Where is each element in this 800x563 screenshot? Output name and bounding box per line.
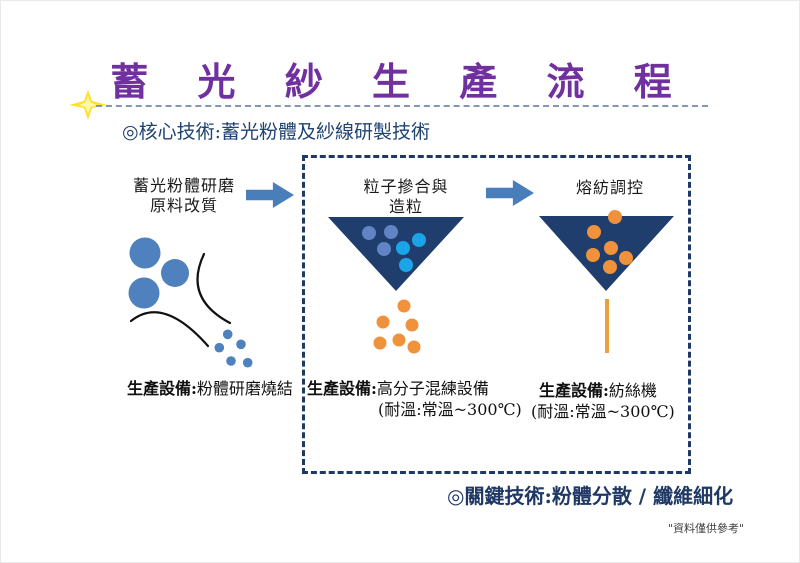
granule-particle xyxy=(405,318,419,332)
powder-small-particle xyxy=(222,329,233,340)
equipment-temp-note: (耐溫:常溫~300℃) xyxy=(531,402,675,421)
powder-small-particle xyxy=(236,339,246,350)
stage3-equipment-caption: 生產設備:紡絲機 (耐溫:常溫~300℃) xyxy=(531,380,675,422)
right-block-arrow-icon xyxy=(246,182,294,208)
polymer-particle xyxy=(396,241,410,255)
grinding-arc xyxy=(196,252,232,325)
title-underline xyxy=(96,105,708,107)
funnel-hopper-icon xyxy=(328,217,464,291)
stage1-label: 蓄光粉體研磨 原料改質 xyxy=(124,176,244,216)
granule-particle xyxy=(397,299,411,313)
equipment-temp-note: (耐溫:常溫~300℃) xyxy=(378,400,522,419)
equipment-prefix: 生產設備: xyxy=(127,379,197,398)
stage1-equipment-caption: 生產設備:粉體研磨燒結 xyxy=(127,378,293,399)
granule-particle xyxy=(373,336,387,350)
polymer-particle xyxy=(399,258,413,272)
equipment-prefix: 生產設備: xyxy=(307,379,377,398)
equipment-name: 高分子混練設備 xyxy=(376,379,489,398)
powder-large-particle xyxy=(128,277,160,309)
stage2-label: 粒子摻合與 造粒 xyxy=(346,177,466,217)
stage2-equipment-caption: 生產設備:高分子混練設備 (耐溫:常溫~300℃) xyxy=(307,378,522,420)
powder-small-particle xyxy=(214,342,225,353)
funnel-hopper-icon xyxy=(539,216,674,291)
footnote-text: "資料僅供參考" xyxy=(668,522,745,535)
phosphor-particle xyxy=(384,225,398,239)
equipment-name: 紡絲機 xyxy=(608,381,657,400)
core-tech-text: ◎核心技術:蓄光粉體及紗線研製技術 xyxy=(122,121,430,143)
granule-particle xyxy=(392,333,406,347)
stage3-label-line1: 熔紡調控 xyxy=(575,178,644,197)
key-tech-text: ◎關鍵技術:粉體分散 / 纖維細化 xyxy=(447,484,734,508)
granule-particle xyxy=(587,225,601,239)
granule-particle xyxy=(586,248,600,262)
stage2-label-line1: 粒子摻合與 xyxy=(363,177,449,196)
stage1-grinding-graphic xyxy=(113,223,263,377)
granule-particle xyxy=(619,251,633,265)
granule-particle xyxy=(603,260,617,274)
grinding-arc xyxy=(129,311,210,348)
process-dashed-box xyxy=(302,155,691,474)
sparkle-star-icon xyxy=(69,90,107,124)
granule-particle xyxy=(407,340,421,354)
granule-particle xyxy=(376,315,390,329)
powder-large-particle xyxy=(161,259,189,287)
equipment-prefix: 生產設備: xyxy=(539,381,609,400)
page-title: 蓄 光 紗 生 產 流 程 xyxy=(110,59,690,104)
granule-particle xyxy=(608,210,622,224)
stage1-label-line1: 蓄光粉體研磨 xyxy=(132,176,235,195)
stage1-label-line2: 原料改質 xyxy=(149,196,218,215)
phosphor-particle xyxy=(362,226,376,240)
powder-small-particle xyxy=(226,356,236,366)
stage3-spinning-funnel-graphic xyxy=(531,209,686,363)
polymer-particle xyxy=(412,233,426,247)
stage3-label: 熔紡調控 xyxy=(560,178,660,198)
granule-particle xyxy=(604,241,618,255)
stage2-label-line2: 造粒 xyxy=(388,197,423,216)
stage2-mixing-funnel-graphic xyxy=(321,211,471,360)
powder-small-particle xyxy=(242,357,253,368)
powder-large-particle xyxy=(129,237,161,269)
equipment-name: 粉體研磨燒結 xyxy=(196,379,293,398)
phosphor-particle xyxy=(377,242,391,256)
